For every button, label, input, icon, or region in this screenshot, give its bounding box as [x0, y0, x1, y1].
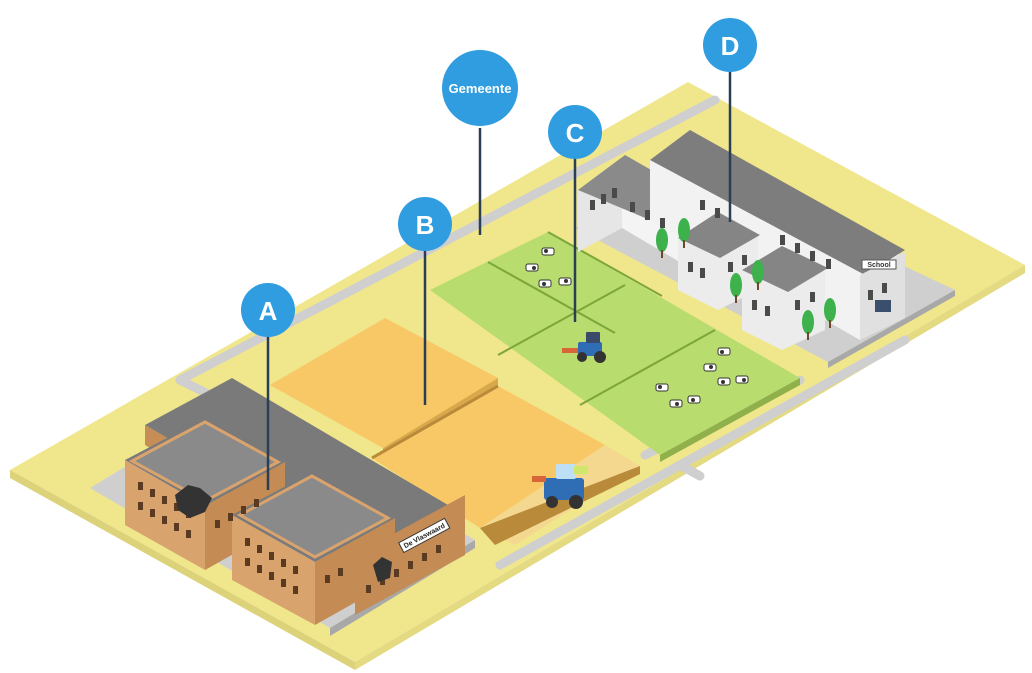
pin-c[interactable]: C [548, 105, 602, 159]
tree-icons [656, 218, 836, 340]
factory-sign-board [398, 517, 451, 554]
damage-hole-icon [373, 557, 392, 582]
pasture-dividers [487, 231, 716, 406]
green-pasture [430, 232, 800, 455]
cow-herd-east [655, 347, 749, 408]
orange-field-north [270, 318, 498, 448]
pin-d[interactable]: D [703, 18, 757, 72]
pin-b[interactable]: B [398, 197, 452, 251]
damage-hole-icon [175, 485, 212, 518]
orange-field-south-edge [480, 466, 640, 545]
cow-herd-north [525, 247, 572, 288]
school-sign-board [861, 259, 897, 270]
road-south [495, 335, 910, 570]
orange-field-south [372, 386, 605, 528]
green-pasture-edge [660, 378, 800, 462]
svg-text:A: A [259, 296, 278, 326]
svg-text:B: B [416, 210, 435, 240]
svg-text:D: D [721, 31, 740, 61]
tractor-icon [562, 332, 606, 363]
pin-gemeente[interactable]: Gemeente [442, 50, 518, 126]
school-sign: School [867, 262, 890, 269]
orange-field-divider [371, 384, 499, 460]
svg-text:C: C [566, 118, 585, 148]
school-plot-edge [828, 290, 955, 368]
svg-text:Gemeente: Gemeente [449, 81, 512, 96]
road-south-spur [675, 460, 705, 481]
pin-stems [266, 70, 732, 490]
harvester-icon [532, 464, 588, 509]
school-entrance [875, 300, 891, 312]
ground-plate-edge [10, 470, 355, 670]
ground-plate [10, 82, 1025, 662]
pin-a[interactable]: A [241, 283, 295, 337]
